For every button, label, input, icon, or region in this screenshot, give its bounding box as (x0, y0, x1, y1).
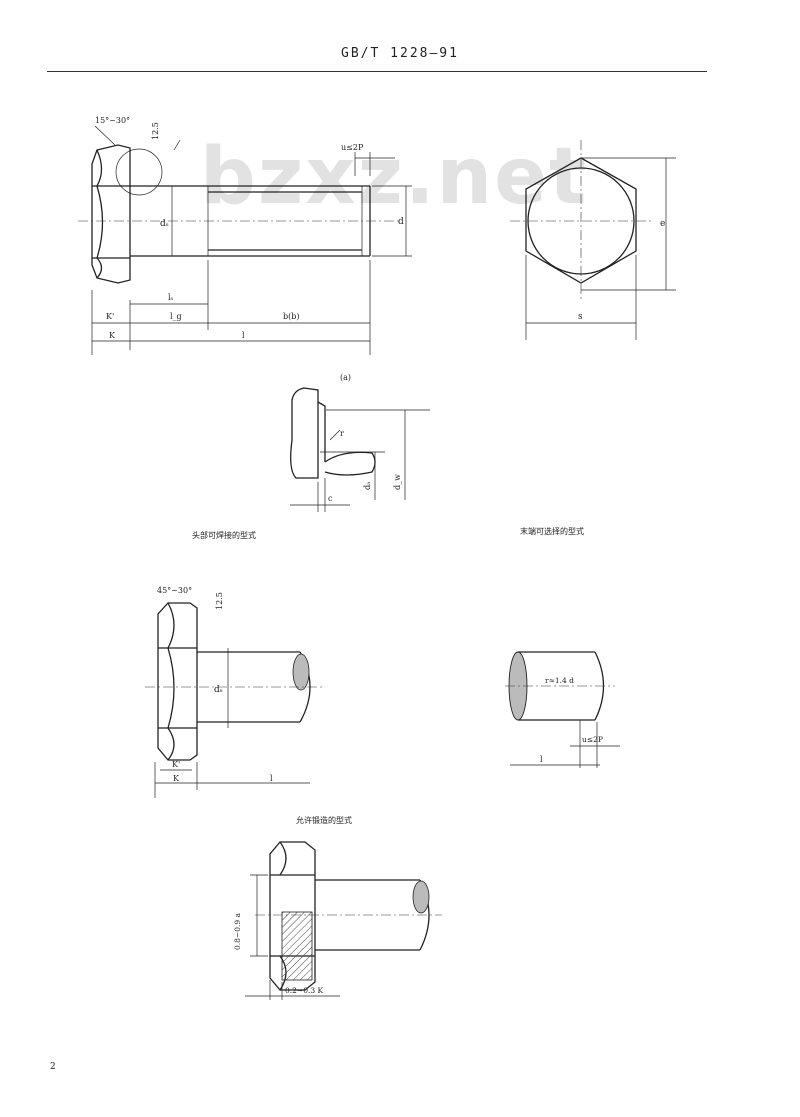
standard-number: GB/T 1228—91 (341, 46, 459, 61)
b-label: b(b) (283, 312, 299, 321)
forged-width-label: 0.2~0.3 K (285, 986, 324, 995)
detail-a: (a) d_w dₐ r c (290, 373, 430, 512)
caption-thread-end: 末端可选择的型式 (520, 527, 584, 536)
end-l-label: l (540, 755, 543, 764)
thread-end-view: r≈1.4 d u≤2P l (505, 651, 620, 768)
stud-angle-label: 45°~30° (157, 586, 192, 595)
e-label: e (660, 219, 665, 229)
end-u-spec-label: u≤2P (582, 735, 603, 744)
u-spec-label: u≤2P (341, 143, 364, 152)
hex-end-view: e s (510, 140, 676, 340)
r-label: r (340, 429, 344, 438)
ds-label: dₛ (160, 219, 169, 229)
lg-label: l_g (170, 312, 182, 321)
stud-k-label: K (173, 774, 180, 783)
s-label: s (578, 312, 583, 322)
bolt-side-view: 15°~30° 12.5 u≤2P d dₛ lₛ l_g b(b) K' K … (78, 116, 412, 355)
da-label: dₐ (363, 482, 372, 490)
k-prime-label: K' (106, 312, 114, 321)
header-rule (47, 71, 707, 72)
stud-ds-label: dₛ (214, 685, 223, 695)
l-label: l (242, 331, 245, 340)
forged-height-label: 0.8~0.9 a (233, 912, 242, 950)
roughness-label: 12.5 (151, 122, 160, 140)
d-label: d (398, 217, 404, 227)
headless-stud-view: 45°~30° 12.5 dₛ K' K l (145, 586, 322, 798)
dw-label: d_w (393, 474, 402, 490)
page-number: 2 (50, 1062, 56, 1072)
forged-view: 0.8~0.9 a 0.2~0.3 K (233, 841, 442, 1000)
detail-title: (a) (340, 373, 351, 382)
caption-forged-allowed: 允许锻造的型式 (296, 816, 352, 825)
r-spec-label: r≈1.4 d (545, 676, 574, 685)
stud-l-label: l (270, 774, 273, 783)
stud-k-prime-label: K' (172, 760, 180, 769)
ls-label: lₛ (168, 293, 174, 302)
caption-head-weld: 头部可焊接的型式 (192, 531, 256, 540)
stud-roughness-label: 12.5 (215, 592, 224, 610)
k-label: K (109, 331, 116, 340)
c-label: c (328, 494, 333, 503)
angle-label: 15°~30° (95, 116, 130, 125)
watermark: bzxz.net (200, 132, 589, 222)
